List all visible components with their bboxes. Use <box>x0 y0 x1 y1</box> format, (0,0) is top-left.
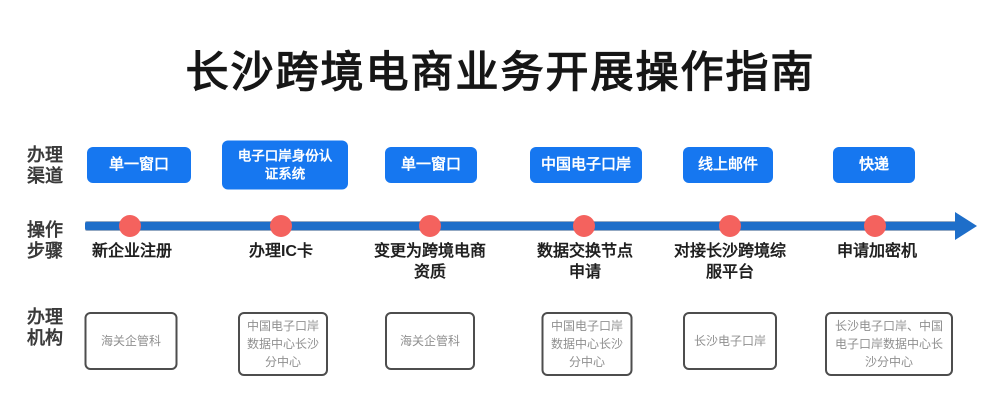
timeline-line <box>85 222 958 230</box>
agency-box-6: 长沙电子口岸、中国 电子口岸数据中心长 沙分中心 <box>825 312 953 376</box>
agency-box-5: 长沙电子口岸 <box>683 312 777 370</box>
agency-box-2: 中国电子口岸 数据中心长沙 分中心 <box>238 312 328 376</box>
step-label-encryption-machine: 申请加密机 <box>836 243 917 260</box>
timeline-dot-5 <box>719 215 741 237</box>
step-label-ic-card: 办理IC卡 <box>248 243 313 260</box>
step-label-data-exchange-node: 数据交换节点 申请 <box>536 243 633 282</box>
page-title: 长沙跨境电商业务开展操作指南 <box>185 49 816 97</box>
channel-node-online-mail: 线上邮件 <box>683 147 773 183</box>
channel-node-china-eport: 中国电子口岸 <box>530 147 642 183</box>
channel-node-express: 快递 <box>833 147 915 183</box>
channel-node-eport-identity-system: 电子口岸身份认 证系统 <box>222 140 348 190</box>
timeline-dot-2 <box>270 215 292 237</box>
timeline-arrowhead-icon <box>955 212 977 240</box>
row-label-agencies: 办理 机构 <box>27 307 63 348</box>
row-label-channels: 办理 渠道 <box>27 145 63 186</box>
timeline-dot-3 <box>419 215 441 237</box>
agency-box-1: 海关企管科 <box>84 312 178 370</box>
step-label-new-enterprise-registration: 新企业注册 <box>91 243 172 260</box>
timeline-dot-4 <box>573 215 595 237</box>
timeline-dot-6 <box>864 215 886 237</box>
channel-node-single-window-1: 单一窗口 <box>87 147 191 183</box>
row-label-steps: 操作 步骤 <box>27 220 63 261</box>
agency-box-3: 海关企管科 <box>385 312 475 370</box>
step-label-connect-platform: 对接长沙跨境综 服平台 <box>673 243 786 282</box>
channel-node-single-window-2: 单一窗口 <box>385 147 477 183</box>
timeline-dot-1 <box>119 215 141 237</box>
step-label-change-qualification: 变更为跨境电商 资质 <box>373 243 486 282</box>
agency-box-4: 中国电子口岸 数据中心长沙 分中心 <box>541 312 633 376</box>
